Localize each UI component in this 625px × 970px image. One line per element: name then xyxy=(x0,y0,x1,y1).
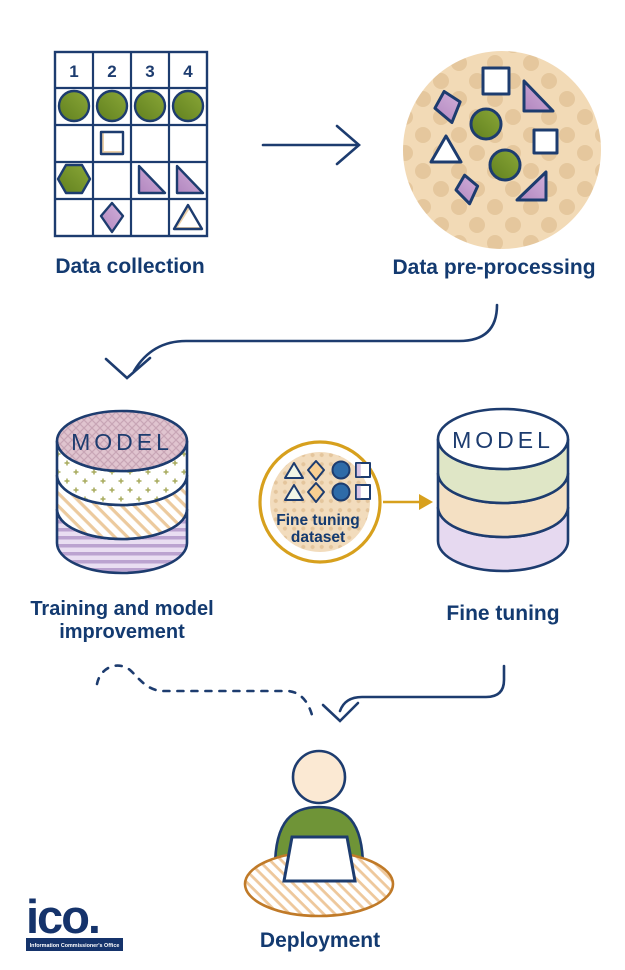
dataset-shapes xyxy=(284,460,371,503)
flow-arrow-collection-to-preprocessing xyxy=(261,124,361,166)
training-label-line2: improvement xyxy=(59,621,185,643)
ico-logo: ico. Information Commissioner's Office xyxy=(26,890,123,951)
data-collection-grid xyxy=(53,50,209,238)
grid-header-3: 3 xyxy=(145,62,154,81)
green-circle-icon xyxy=(469,107,503,141)
fine-tuning-cylinder: MODEL xyxy=(436,407,570,573)
purple-kite-icon xyxy=(454,173,480,206)
green-circle-icon xyxy=(133,89,167,123)
white-square-icon xyxy=(355,462,371,478)
dataset-label-line2: dataset xyxy=(291,529,345,546)
ico-logo-text: ico. xyxy=(26,890,99,943)
white-square-icon xyxy=(355,484,371,500)
white-square-icon xyxy=(99,130,125,156)
grid-header-2: 2 xyxy=(107,62,116,81)
dataset-label-line1: Fine tuning xyxy=(276,512,360,529)
blue-circle-icon xyxy=(331,482,351,502)
grid-lines xyxy=(55,52,207,236)
arrow-head xyxy=(321,701,360,723)
laptop xyxy=(282,835,357,883)
person-head xyxy=(291,749,347,805)
deployment-label: Deployment xyxy=(260,929,380,952)
arrow-shaft xyxy=(132,303,499,373)
data-collection-label: Data collection xyxy=(55,255,204,278)
cylinder-top xyxy=(436,407,570,471)
green-hexagon-icon xyxy=(56,163,92,195)
green-circle-icon xyxy=(171,89,205,123)
arrow-shaft xyxy=(338,664,506,713)
data-preprocessing-circle xyxy=(403,51,601,249)
purple-kite-icon xyxy=(433,89,462,125)
white-triangle-icon xyxy=(172,203,204,231)
purple-kite-icon xyxy=(99,201,125,234)
white-square-icon xyxy=(532,128,559,155)
fine-tuning-label: Fine tuning xyxy=(446,602,559,625)
ico-logo-subtext: Information Commissioner's Office xyxy=(30,943,120,949)
green-circle-icon xyxy=(57,89,91,123)
white-square-icon xyxy=(481,66,511,96)
white-triangle-icon xyxy=(429,134,463,164)
purple-triangle-icon xyxy=(522,79,555,113)
finetuning-cylinder-model-text: MODEL xyxy=(452,427,554,453)
grid-header-1: 1 xyxy=(69,62,78,81)
training-cylinder-model-text: MODEL xyxy=(71,429,173,455)
grid-shapes xyxy=(56,89,205,234)
purple-triangle-icon xyxy=(175,164,205,195)
flow-arrow-finetuning-to-deployment xyxy=(321,664,506,723)
gold-arrow-dataset-to-finetuning xyxy=(383,494,433,510)
white-triangle-icon xyxy=(284,484,304,501)
person-at-desk xyxy=(243,749,395,918)
peach-kite-icon xyxy=(307,460,325,481)
blue-circle-icon xyxy=(331,460,351,480)
grid-header-4: 4 xyxy=(183,62,193,81)
arrow-head xyxy=(335,124,361,166)
training-label-line1: Training and model xyxy=(30,598,213,620)
data-preprocessing-label: Data pre-processing xyxy=(392,256,595,279)
peach-kite-icon xyxy=(307,482,325,503)
white-triangle-icon xyxy=(284,462,304,479)
ico-logo-bar xyxy=(26,938,123,951)
arrow-head xyxy=(104,356,152,380)
green-circle-icon xyxy=(488,148,522,182)
green-circle-icon xyxy=(95,89,129,123)
cylinder-top xyxy=(55,409,189,473)
purple-triangle-icon xyxy=(137,164,167,195)
dashed-arrow-training-to-deployment xyxy=(95,664,315,721)
fine-tuning-dataset-circle: Fine tuning dataset xyxy=(258,440,382,564)
grid-header-row: 1 2 3 4 xyxy=(69,62,193,81)
purple-triangle-icon xyxy=(515,170,548,202)
flow-arrow-preprocessing-to-training xyxy=(104,303,499,380)
training-model-cylinder: MODEL xyxy=(55,409,189,575)
arrow-head xyxy=(419,494,433,510)
